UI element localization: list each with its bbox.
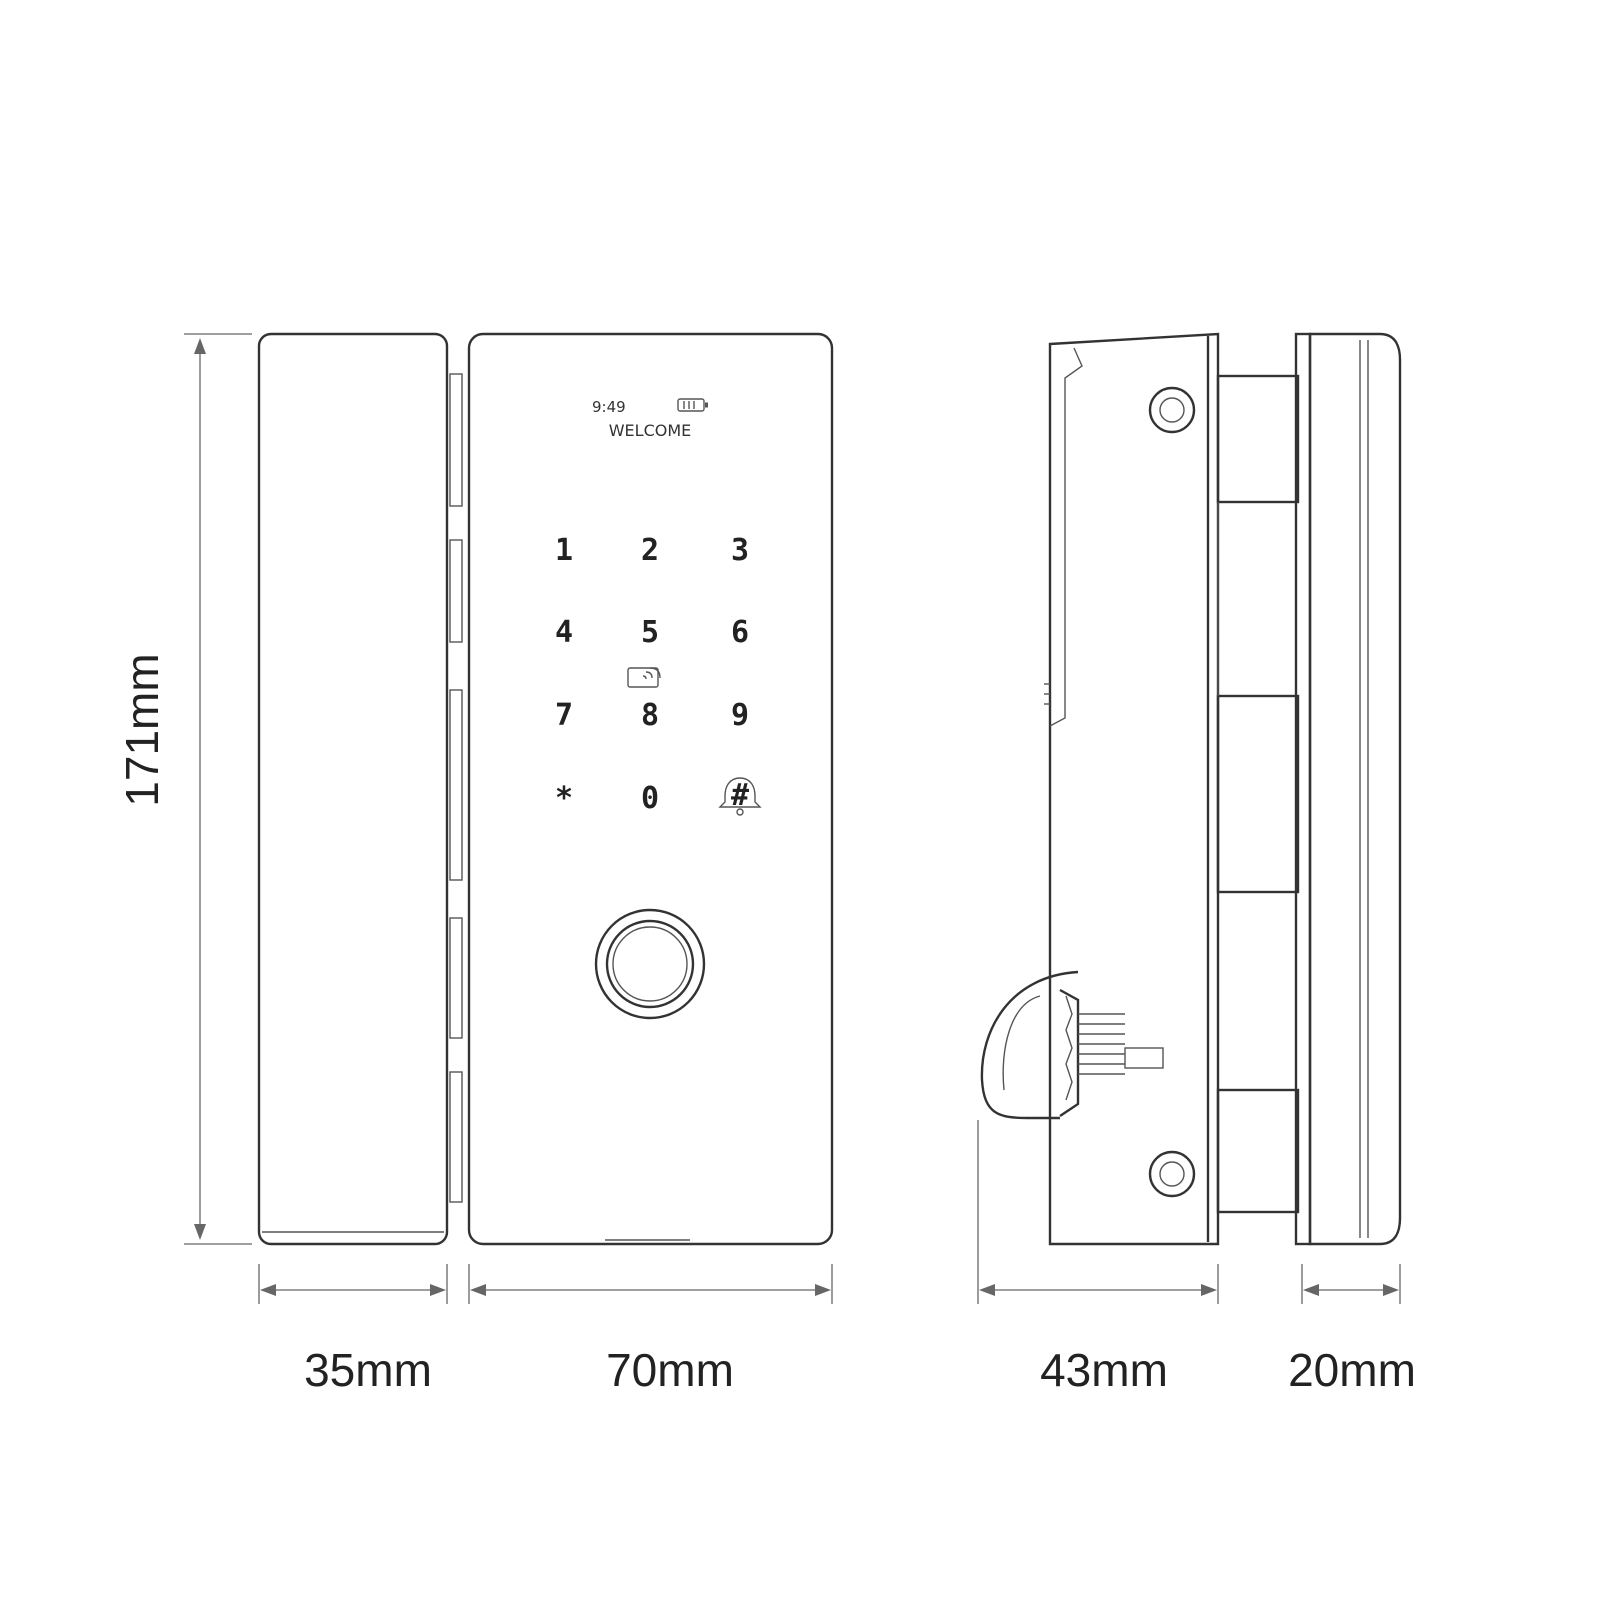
screw-top	[1148, 386, 1196, 434]
screen-message: WELCOME	[609, 421, 692, 440]
lock-depth-label: 43mm	[1040, 1344, 1168, 1396]
screw-bottom	[1148, 1150, 1196, 1198]
main-lock-front-view: 9:49 WELCOME 1 2 3 4 5 6 7 8 9	[467, 332, 834, 1246]
receiver-side-view	[1294, 332, 1402, 1246]
lock-side-view	[980, 332, 1300, 1246]
height-label: 171mm	[116, 653, 168, 806]
keypad-key-3[interactable]: 3	[731, 533, 749, 568]
knob-side[interactable]	[980, 970, 1164, 1120]
display-screen: 9:49 WELCOME	[592, 398, 708, 440]
hinge-strip	[449, 373, 463, 1203]
dimension-height: 171mm	[116, 333, 252, 1245]
fingerprint-sensor-icon[interactable]	[594, 908, 706, 1020]
main-width-label: 70mm	[606, 1344, 734, 1396]
keypad-key-2[interactable]: 2	[641, 533, 659, 568]
doorbell-icon	[718, 777, 762, 816]
dimension-main-width: 70mm	[468, 1264, 833, 1396]
dimension-receiver-width: 35mm	[258, 1264, 448, 1396]
keypad-key-star[interactable]: *	[555, 781, 573, 816]
dimension-receiver-depth: 20mm	[1288, 1264, 1416, 1396]
receiver-depth-label: 20mm	[1288, 1344, 1416, 1396]
keypad-key-hash[interactable]: #	[731, 778, 749, 813]
battery-icon	[677, 398, 708, 412]
receiver-width-label: 35mm	[304, 1344, 432, 1396]
keypad-key-1[interactable]: 1	[555, 533, 573, 568]
keypad-key-9[interactable]: 9	[731, 698, 749, 733]
keypad-key-8[interactable]: 8	[641, 698, 659, 733]
keypad-key-0[interactable]: 0	[641, 781, 659, 816]
keypad-key-7[interactable]: 7	[555, 698, 573, 733]
keypad-key-4[interactable]: 4	[555, 615, 573, 650]
keypad-key-5[interactable]: 5	[641, 615, 659, 650]
dimension-lock-depth: 43mm	[977, 1120, 1219, 1396]
screen-time: 9:49	[592, 398, 626, 416]
keypad-key-6[interactable]: 6	[731, 615, 749, 650]
keypad: 1 2 3 4 5 6 7 8 9 * 0 #	[555, 533, 762, 816]
card-reader-icon	[627, 667, 661, 688]
receiver-front-view	[257, 332, 449, 1246]
